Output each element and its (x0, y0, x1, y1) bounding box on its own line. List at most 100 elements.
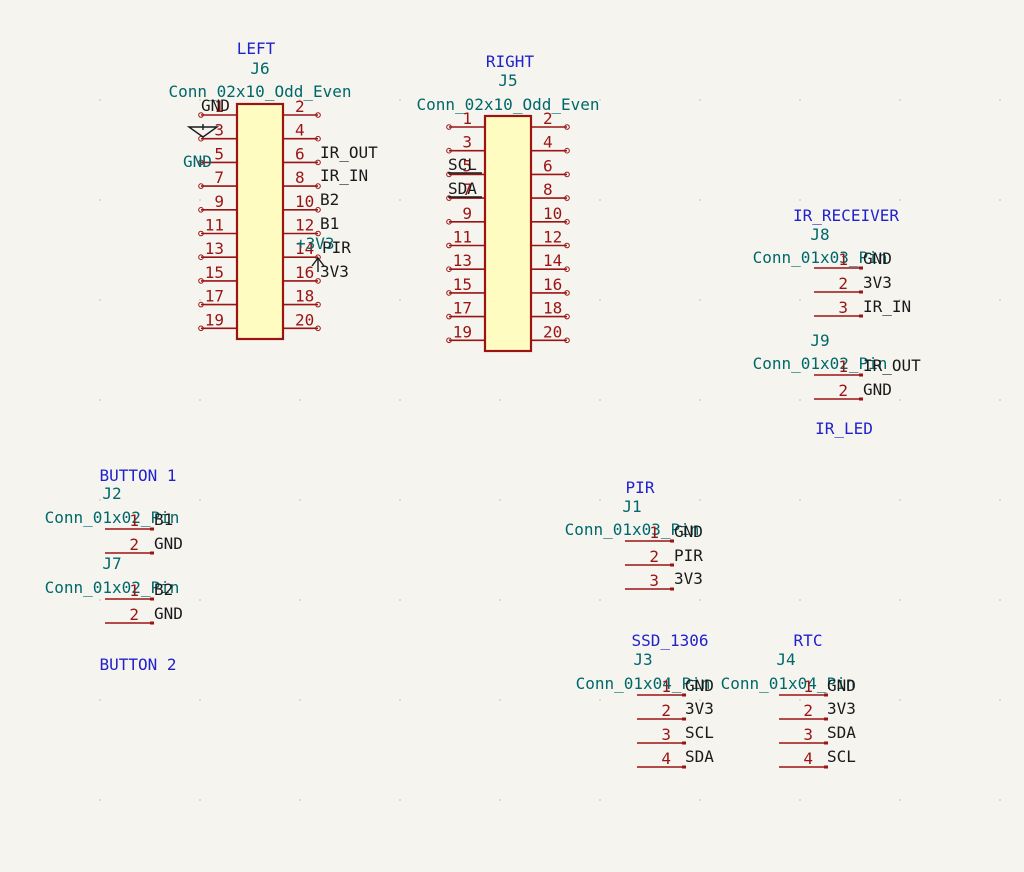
grid-dot (599, 99, 601, 101)
j2-net-2: GND (154, 534, 183, 553)
grid-dot (899, 199, 901, 201)
pin-end (564, 219, 570, 225)
pin-end (446, 219, 452, 225)
grid-dot (599, 199, 601, 201)
pin-end (315, 135, 321, 142)
pin-number: 1 (214, 97, 224, 116)
connector-j1[interactable]: PIR J1 Conn_01x03_Pin 123 GND PIR 3V3 (565, 478, 704, 591)
pin-number: 7 (214, 168, 224, 187)
power-3v3-symbol-label: +3V3 (296, 234, 335, 253)
grid-dot (299, 599, 301, 601)
j7-net-1: B2 (154, 580, 173, 599)
pin-end (198, 112, 204, 118)
grid-dot (999, 99, 1001, 101)
grid-dot (799, 599, 801, 601)
pin-end (198, 278, 204, 284)
grid-dot (899, 599, 901, 601)
j7-value: Conn_01x02_Pin (45, 578, 180, 597)
pin-number: 6 (295, 144, 305, 163)
j6-net-gnd: GND (201, 96, 230, 115)
grid-dot (699, 799, 701, 801)
grid-dot (899, 699, 901, 701)
connector-j7[interactable]: J7 Conn_01x02_Pin 12 B2 GND BUTTON 2 (45, 554, 183, 674)
j6-reference: J6 (250, 59, 269, 78)
pin-end (446, 266, 452, 273)
pin-end (682, 717, 686, 721)
pin-number: 2 (661, 701, 671, 720)
j1-net-1: GND (674, 522, 703, 541)
grid-dot (599, 399, 601, 401)
j6-value: Conn_02x10_Odd_Even (168, 82, 351, 101)
pin-end (682, 693, 686, 697)
j6-net-b1: B1 (320, 214, 339, 233)
j2-reference: J2 (102, 484, 121, 503)
pin-end (564, 124, 570, 130)
pin-end (670, 563, 674, 567)
pin-number: 1 (661, 677, 671, 696)
pin-number: 1 (649, 523, 659, 542)
j4-net-3: SDA (827, 723, 856, 742)
grid-dots (99, 99, 1001, 801)
j1-value: Conn_01x03_Pin (565, 520, 700, 539)
pin-end (446, 147, 452, 154)
j4-net-1: GND (827, 676, 856, 695)
pin-end (682, 765, 686, 769)
grid-dot (999, 299, 1001, 301)
grid-dot (299, 799, 301, 801)
pin-number: 18 (295, 287, 314, 306)
gnd-symbol-label: GND (183, 152, 212, 171)
pin-number: 6 (543, 156, 553, 175)
pin-end (446, 171, 452, 178)
j2-title: BUTTON 1 (99, 466, 176, 485)
pin-number: 12 (543, 228, 562, 247)
j3-reference: J3 (633, 650, 652, 669)
pin-end (670, 539, 674, 543)
pin-number: 8 (295, 168, 305, 187)
pin-number: 4 (661, 749, 671, 768)
j2-pins: 12 (105, 511, 154, 555)
connector-j2[interactable]: BUTTON 1 J2 Conn_01x02_Pin 12 B1 GND (45, 466, 183, 555)
pin-end (198, 254, 204, 261)
j9-title: IR_LED (815, 419, 873, 438)
j5-value: Conn_02x10_Odd_Even (416, 95, 599, 114)
grid-dot (299, 299, 301, 301)
grid-dot (899, 399, 901, 401)
pin-number: 2 (838, 274, 848, 293)
pin-end (150, 621, 154, 625)
pin-number: 11 (205, 216, 224, 235)
connector-j9[interactable]: J9 Conn_01x02_Pin 12 IR_OUT GND IR_LED (753, 331, 922, 438)
pin-number: 3 (803, 725, 813, 744)
j4-title: RTC (794, 631, 823, 650)
pin-end (150, 527, 154, 531)
grid-dot (399, 399, 401, 401)
grid-dot (199, 99, 201, 101)
grid-dot (599, 799, 601, 801)
grid-dot (199, 699, 201, 701)
grid-dot (799, 99, 801, 101)
j6-net-3v3: 3V3 (320, 262, 349, 281)
pin-number: 1 (838, 357, 848, 376)
pin-number: 14 (295, 239, 314, 258)
pin-number: 19 (453, 322, 472, 341)
grid-dot (699, 199, 701, 201)
j1-net-3: 3V3 (674, 569, 703, 588)
grid-dot (599, 499, 601, 501)
grid-dot (399, 599, 401, 601)
j1-title: PIR (626, 478, 655, 497)
j8-net-3: IR_IN (863, 297, 911, 316)
pin-end (564, 266, 570, 273)
pin-end (824, 717, 828, 721)
pin-number: 8 (543, 180, 553, 199)
connector-j8[interactable]: IR_RECEIVER J8 Conn_01x03_Pin 123 GND 3V… (753, 206, 912, 318)
pin-end (150, 551, 154, 555)
j3-title: SSD_1306 (631, 631, 708, 650)
pin-end (315, 325, 321, 332)
pin-number: 15 (205, 263, 224, 282)
j6-body (235, 102, 285, 341)
grid-dot (199, 499, 201, 501)
